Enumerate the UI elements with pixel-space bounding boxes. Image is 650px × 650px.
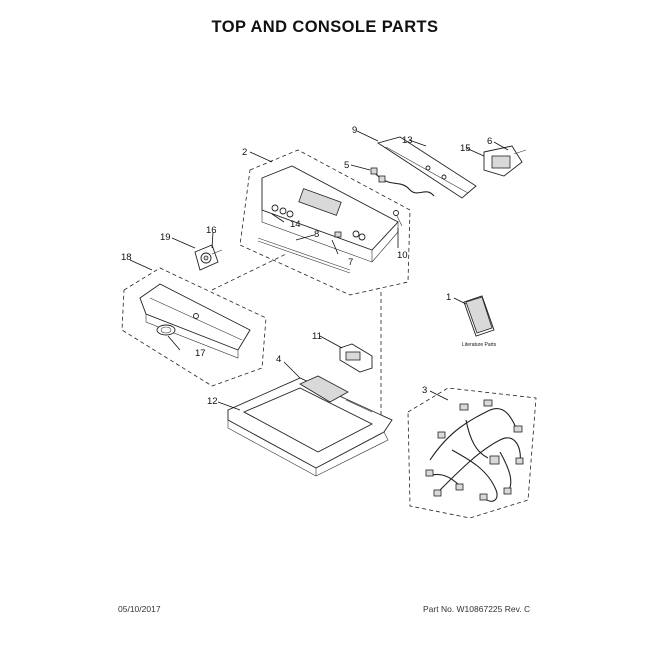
callout-13: 13: [402, 135, 413, 146]
callout-4: 4: [276, 354, 281, 365]
main-wire-harness: [425, 399, 524, 502]
screw-10: [395, 213, 403, 227]
console-panel: [139, 283, 251, 359]
callout-numbers: 1 2 3 4 5 6 7 8 9 10 11 12 13 14 15 16 1…: [121, 125, 492, 407]
callout-8: 8: [314, 229, 319, 240]
callout-19: 19: [160, 232, 171, 243]
callout-3: 3: [422, 385, 427, 396]
console-trim-strip: [257, 237, 351, 271]
callout-9: 9: [352, 125, 357, 136]
user-interface-bracket: [483, 145, 523, 177]
callout-17: 17: [195, 348, 206, 359]
callout-11: 11: [312, 331, 322, 342]
callout-6: 6: [487, 136, 492, 147]
callout-16: 16: [206, 225, 217, 236]
knob-bracket: [194, 244, 219, 271]
footer-date: 05/10/2017: [118, 604, 161, 614]
bracket-screw: [513, 149, 527, 155]
callout-7: 7: [348, 257, 353, 268]
callout-1: 1: [446, 292, 451, 303]
page-title: TOP AND CONSOLE PARTS: [211, 18, 439, 36]
knob-screw: [193, 313, 199, 319]
console-panel-enclosure: [121, 267, 267, 387]
callout-15: 15: [460, 143, 471, 154]
literature-label: Literature Parts: [462, 342, 497, 348]
lid-switch: [339, 343, 373, 373]
top-lid-assembly: [227, 375, 393, 477]
control-panel-strip: [376, 136, 477, 199]
console-housing: [261, 165, 399, 263]
callout-5: 5: [344, 160, 349, 171]
footer-part-number: Part No. W10867225 Rev. C: [423, 604, 531, 614]
callout-18: 18: [121, 252, 132, 263]
callout-14: 14: [290, 219, 301, 230]
console-group-enclosure: [239, 149, 411, 296]
dashed-link-panel: [211, 253, 287, 291]
knob-17: [156, 324, 176, 336]
callout-2: 2: [242, 147, 247, 158]
callout-12: 12: [207, 396, 218, 407]
console-harness-small: [373, 171, 435, 197]
callout-10: 10: [397, 250, 408, 261]
leader-lines: [129, 130, 509, 411]
wire-harness-enclosure: [407, 387, 537, 519]
literature-parts: [463, 295, 495, 337]
